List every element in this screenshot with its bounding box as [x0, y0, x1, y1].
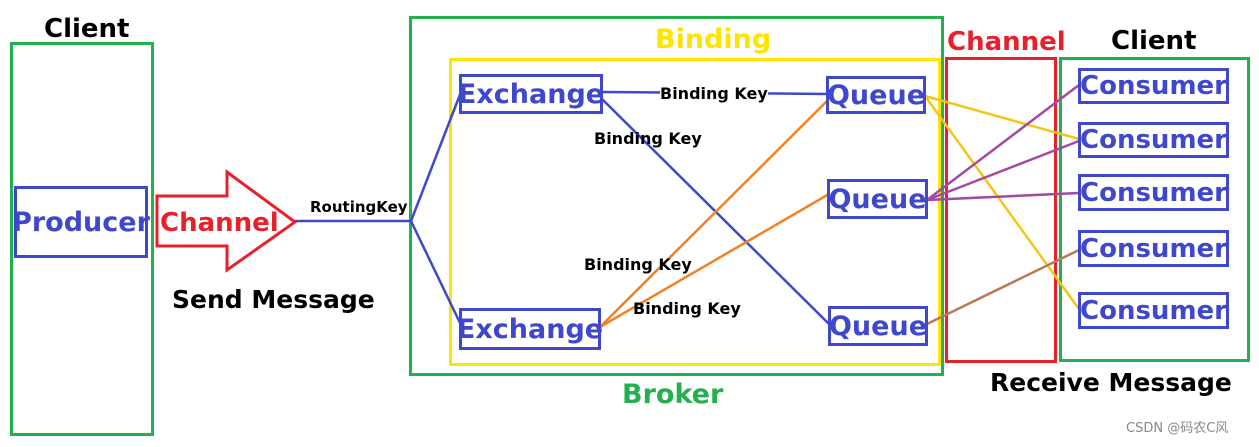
exchange-bottom-node: Exchange — [457, 308, 603, 350]
channel-right-title: Channel — [947, 27, 1066, 57]
binding-title: Binding — [655, 24, 772, 55]
binding-key-label-3: Binding Key — [584, 255, 692, 274]
client-left-frame — [10, 42, 154, 436]
queue-middle-node: Queue — [827, 179, 928, 219]
channel-arrow-label: Channel — [160, 208, 279, 238]
binding-key-label-2: Binding Key — [594, 129, 702, 148]
exchange-top-node: Exchange — [458, 74, 604, 114]
consumer-node-2: Consumer — [1078, 122, 1229, 158]
producer-node: Producer — [12, 186, 150, 258]
watermark: CSDN @码农C风 — [1126, 421, 1229, 436]
client-left-title: Client — [44, 14, 130, 44]
send-message-label: Send Message — [172, 285, 375, 314]
consumer-node-5: Consumer — [1078, 292, 1229, 329]
channel-right-frame — [945, 57, 1057, 363]
binding-key-label-1: Binding Key — [660, 84, 768, 103]
binding-key-label-4: Binding Key — [633, 299, 741, 318]
routing-key-label: RoutingKey — [310, 198, 408, 216]
queue-top-node: Queue — [826, 76, 926, 114]
broker-title: Broker — [622, 379, 724, 410]
consumer-node-3: Consumer — [1078, 174, 1229, 211]
receive-message-label: Receive Message — [990, 368, 1232, 397]
queue-bottom-node: Queue — [828, 306, 928, 346]
consumer-node-4: Consumer — [1078, 230, 1229, 267]
consumer-node-1: Consumer — [1078, 68, 1229, 104]
client-right-title: Client — [1111, 26, 1197, 56]
